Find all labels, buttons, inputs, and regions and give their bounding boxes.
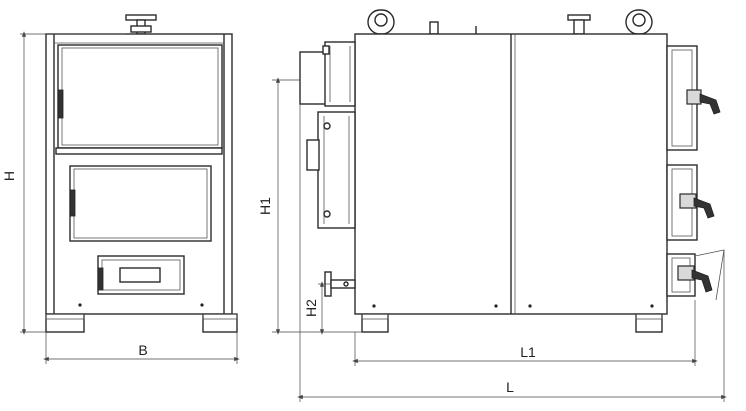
side-right-door-ash	[666, 249, 725, 301]
dimension-label-H1: H1	[257, 197, 273, 215]
dimension-H2: H2	[303, 281, 331, 335]
dimension-B: B	[43, 332, 240, 364]
dimension-H1: H1	[257, 77, 362, 335]
side-view	[299, 9, 725, 333]
upper-door-handle	[57, 89, 64, 119]
front-left-foot	[45, 313, 85, 333]
lifting-eye-left	[367, 9, 395, 35]
side-right-door-upper	[666, 45, 721, 151]
dimension-label-L: L	[506, 379, 514, 395]
side-right-door-middle	[666, 164, 715, 241]
front-view	[45, 14, 238, 333]
top-fitting	[429, 21, 439, 35]
ash-door-handle	[97, 267, 104, 291]
side-left-foot	[361, 313, 389, 333]
front-right-foot	[202, 313, 238, 333]
dimension-label-H2: H2	[303, 299, 319, 317]
dimension-L1: L1	[352, 300, 698, 366]
side-left-door-upper	[306, 111, 356, 229]
dimension-label-B: B	[138, 342, 147, 358]
dimension-label-H: H	[1, 171, 17, 181]
side-right-foot	[635, 313, 663, 333]
front-upper-door	[57, 44, 223, 149]
dimension-L: L	[297, 104, 727, 402]
dimension-H: H	[1, 31, 126, 335]
top-outlet-pipe	[567, 14, 591, 35]
flue-outlet	[299, 41, 356, 107]
front-middle-door	[69, 165, 212, 242]
lifting-eye-right	[625, 9, 653, 35]
middle-door-handle	[69, 189, 76, 217]
dimension-label-L1: L1	[520, 344, 536, 360]
front-top-pipe	[125, 14, 157, 35]
